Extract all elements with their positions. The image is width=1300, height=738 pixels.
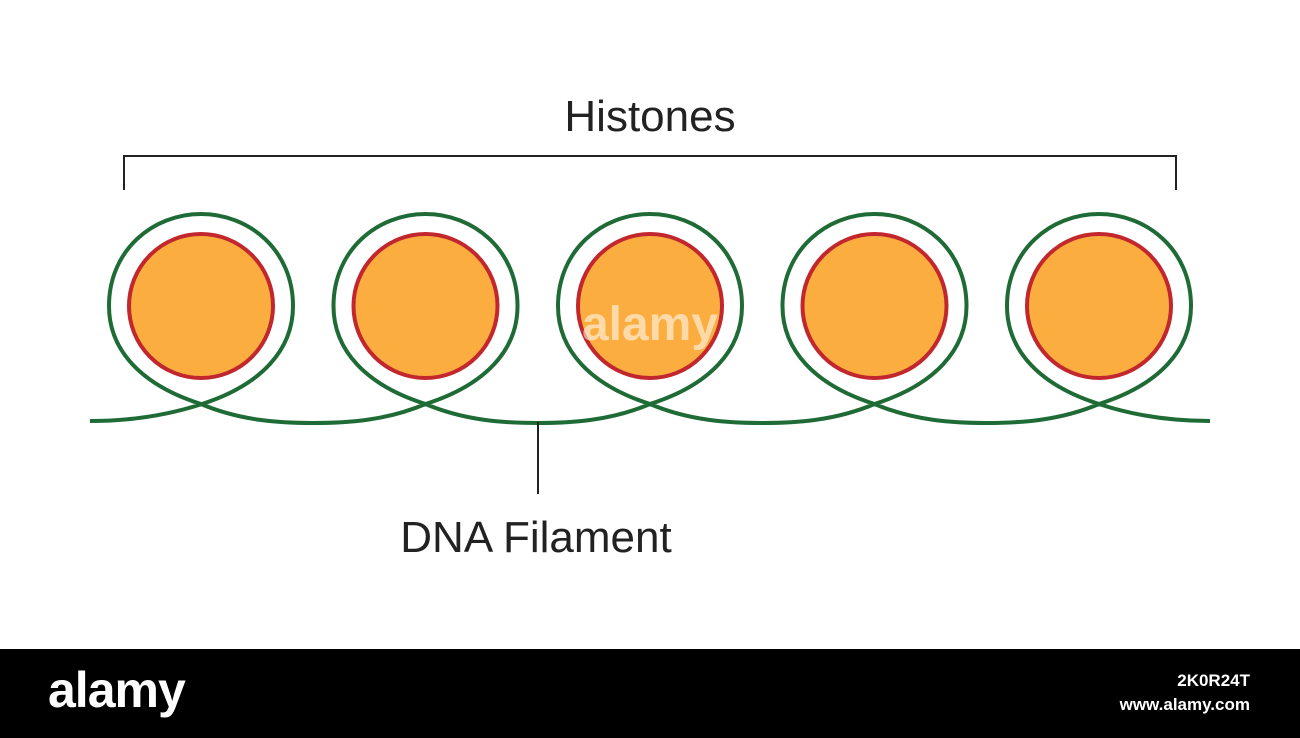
nucleosome-diagram: Histones DNA Filament alamy: [89, 92, 1211, 562]
watermark: alamy: [582, 298, 718, 351]
histones-label: Histones: [564, 92, 735, 141]
nucleosome-group: [89, 211, 1211, 426]
image-id: 2K0R24T: [1177, 671, 1250, 690]
site-url: www.alamy.com: [1119, 695, 1250, 714]
histone-core-2: [351, 232, 500, 380]
dna-filament-label: DNA Filament: [400, 513, 671, 562]
histone-core-4: [800, 232, 949, 380]
histone-core-3: [576, 232, 724, 380]
histones-bracket: [123, 155, 1177, 190]
dna-strand: [89, 211, 1211, 426]
footer-bar: alamy 2K0R24T www.alamy.com: [0, 649, 1300, 738]
brand-logo: alamy: [48, 662, 186, 718]
histone-core-1: [127, 232, 275, 380]
histone-core-5: [1025, 232, 1173, 380]
